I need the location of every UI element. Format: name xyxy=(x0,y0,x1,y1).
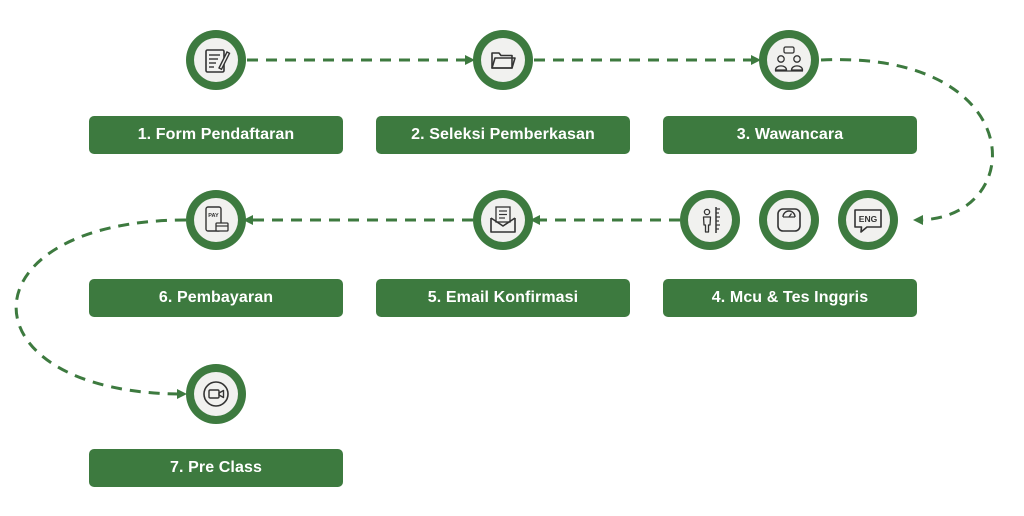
english-icon-text: ENG xyxy=(859,214,878,224)
step-5-node xyxy=(473,190,533,250)
email-icon xyxy=(490,206,516,233)
step-7-text: 7. Pre Class xyxy=(170,459,262,476)
step-3-node xyxy=(759,30,819,90)
step-2-text: 2. Seleksi Pemberkasan xyxy=(411,126,595,143)
step-4-node-english: ENG xyxy=(838,190,898,250)
step-3-text: 3. Wawancara xyxy=(736,126,844,143)
step-7-node xyxy=(186,364,246,424)
payment-icon: PAY xyxy=(205,206,229,232)
step-5-label: 5. Email Konfirmasi xyxy=(376,279,630,317)
connector-3-to-4 xyxy=(820,58,994,225)
step-1-node xyxy=(186,30,246,90)
connector-6-to-7 xyxy=(14,218,187,399)
step-5-text: 5. Email Konfirmasi xyxy=(427,289,579,306)
weight-scale-icon xyxy=(777,208,801,232)
step-6-text: 6. Pembayaran xyxy=(158,289,274,306)
step-4-node-height xyxy=(680,190,740,250)
step-7-label: 7. Pre Class xyxy=(89,449,343,487)
step-2-node xyxy=(473,30,533,90)
step-1-label: 1. Form Pendaftaran xyxy=(89,116,343,154)
step-6-node: PAY xyxy=(186,190,246,250)
height-measure-icon xyxy=(702,207,720,233)
step-6-label: 6. Pembayaran xyxy=(89,279,343,317)
step-1-text: 1. Form Pendaftaran xyxy=(137,126,295,143)
step-2-label: 2. Seleksi Pemberkasan xyxy=(376,116,630,154)
pay-icon-text: PAY xyxy=(208,213,219,219)
step-3-label: 3. Wawancara xyxy=(663,116,917,154)
english-speech-icon: ENG xyxy=(854,209,882,233)
step-4-node-weight xyxy=(759,190,819,250)
step-4-label: 4. Mcu & Tes Inggris xyxy=(663,279,917,317)
video-call-icon xyxy=(203,381,229,407)
folder-icon xyxy=(491,52,516,69)
interview-icon xyxy=(774,46,804,72)
step-4-text: 4. Mcu & Tes Inggris xyxy=(711,289,869,306)
form-icon xyxy=(205,49,231,73)
